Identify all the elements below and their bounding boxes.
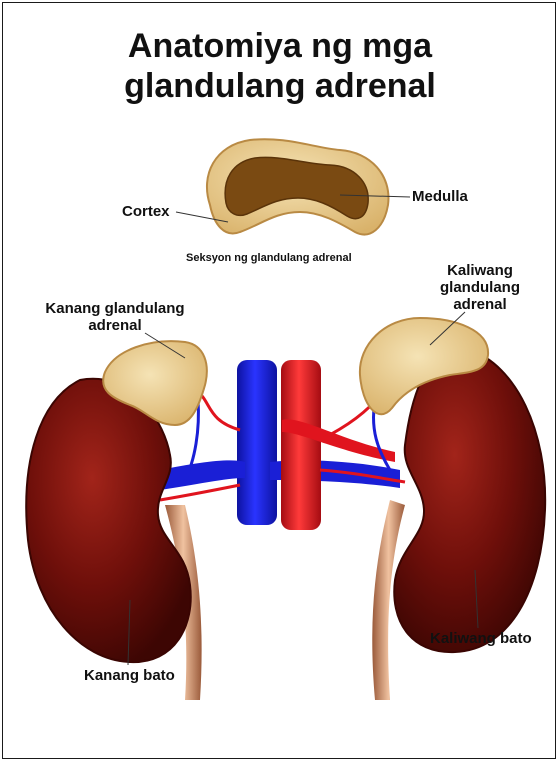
left-kidney	[394, 349, 545, 653]
label-right-kidney: Kanang bato	[84, 667, 175, 684]
label-right-adrenal-line-1: Kanang glandulang	[20, 300, 210, 317]
label-left-kidney: Kaliwang bato	[430, 630, 532, 647]
label-medulla: Medulla	[412, 188, 468, 205]
label-cortex: Cortex	[122, 203, 170, 220]
label-left-adrenal-line-3: adrenal	[420, 296, 540, 313]
label-right-adrenal-gland: Kanang glandulang adrenal	[20, 300, 210, 334]
label-left-adrenal-gland: Kaliwang glandulang adrenal	[420, 262, 540, 313]
label-adrenal-section: Seksyon ng glandulang adrenal	[186, 250, 352, 267]
label-left-adrenal-line-2: glandulang	[420, 279, 540, 296]
label-left-adrenal-line-1: Kaliwang	[420, 262, 540, 279]
adrenal-section-drawing	[207, 139, 389, 234]
label-right-adrenal-line-2: adrenal	[20, 317, 210, 334]
